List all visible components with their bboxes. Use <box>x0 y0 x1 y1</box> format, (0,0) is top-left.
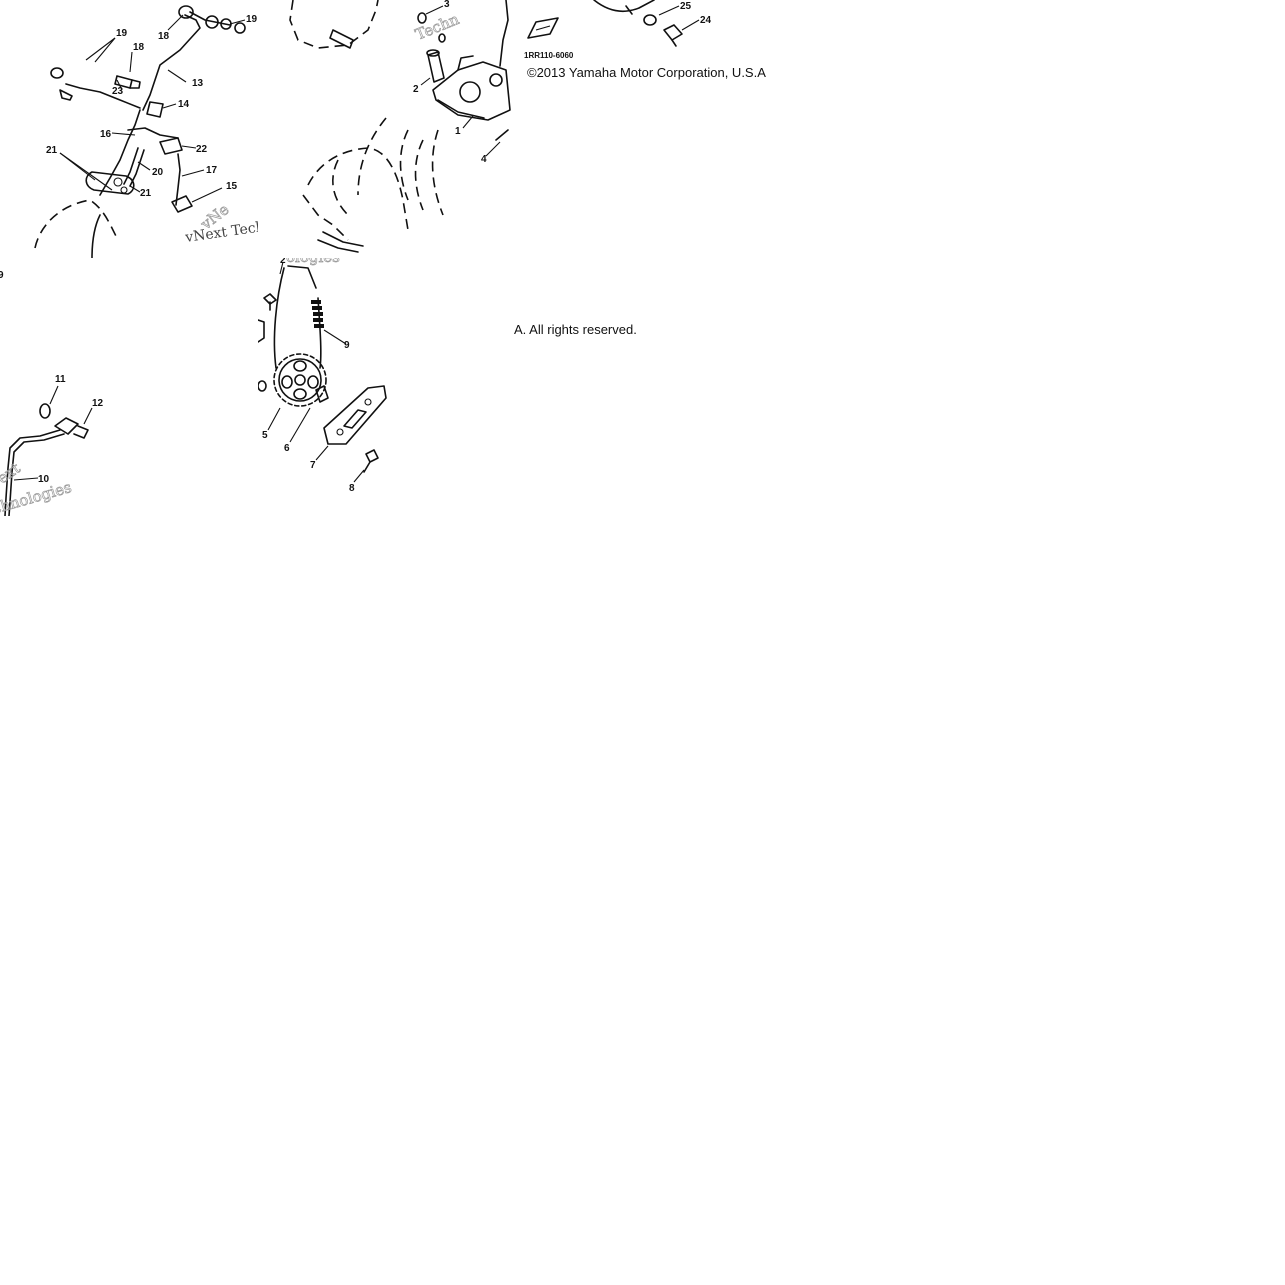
diagram-tile-oil-pipes: 19 18 18 13 23 14 16 22 21 20 21 17 15 1… <box>0 0 258 258</box>
cover-drawing: 25 24 <box>527 0 712 47</box>
callout-19: 19 <box>246 14 258 25</box>
callout-10: 10 <box>38 474 50 485</box>
diagram-tile-drive-chain: 2 9 5 6 7 8 ologies <box>258 258 514 516</box>
callout-11: 11 <box>55 374 66 385</box>
diagram-tile-cover: 25 24 1RR110-6060 ©2013 Yamaha Motor Cor… <box>514 0 772 258</box>
tag-icon <box>527 17 559 39</box>
callout-7: 7 <box>310 460 316 471</box>
callout-14: 14 <box>178 99 190 110</box>
callout-6: 6 <box>284 443 290 454</box>
callout-23: 23 <box>112 86 124 97</box>
chain-links <box>311 300 324 328</box>
callout-5: 5 <box>262 430 268 441</box>
diagram-tile-copyright: A. All rights reserved. <box>514 258 772 516</box>
callout-16: 16 <box>100 129 112 140</box>
copyright-line1: ©2013 Yamaha Motor Corporation, U.S.A <box>527 65 766 80</box>
diagram-tile-oil-pipe-lower: 9 11 12 10 ext chnologies <box>0 258 258 516</box>
watermark-text: ologies <box>286 258 340 266</box>
sprocket <box>273 353 327 407</box>
oil-pipe-lower-drawing: 9 11 12 10 ext chnologies <box>0 270 104 516</box>
callout-13: 13 <box>192 78 204 89</box>
callout-12: 12 <box>92 398 104 409</box>
part-code: 1RR110-6060 <box>524 51 574 60</box>
callout-2: 2 <box>413 84 419 95</box>
callout-8: 8 <box>349 483 355 494</box>
oil-pipe-drawing: 19 18 18 13 23 14 16 22 21 20 21 17 15 1… <box>34 5 258 258</box>
callout-18: 18 <box>133 42 145 53</box>
callout-9: 9 <box>0 270 4 281</box>
drive-chain-drawing: 2 9 5 6 7 8 ologies <box>258 258 387 494</box>
copyright-line2: A. All rights reserved. <box>514 322 637 337</box>
callout-15: 15 <box>226 181 238 192</box>
callout-1: 1 <box>455 126 461 137</box>
callout-17: 17 <box>206 165 218 176</box>
callout-20: 20 <box>152 167 164 178</box>
callout-2: 2 <box>280 258 286 266</box>
oil-pump-drawing: 3 2 1 4 Techn <box>289 0 511 253</box>
callout-24: 24 <box>700 15 712 26</box>
callout-22: 22 <box>196 144 208 155</box>
callout-9: 9 <box>344 340 350 351</box>
diagram-tile-oil-pump: 3 2 1 4 Techn <box>258 0 514 258</box>
callout-21: 21 <box>46 145 58 156</box>
callout-21: 21 <box>140 188 152 199</box>
callout-18: 18 <box>158 31 170 42</box>
callout-4: 4 <box>481 154 487 165</box>
callout-25: 25 <box>680 1 692 12</box>
callout-19: 19 <box>116 28 128 39</box>
callout-3: 3 <box>444 0 450 10</box>
watermark-text: Techn <box>413 10 462 44</box>
